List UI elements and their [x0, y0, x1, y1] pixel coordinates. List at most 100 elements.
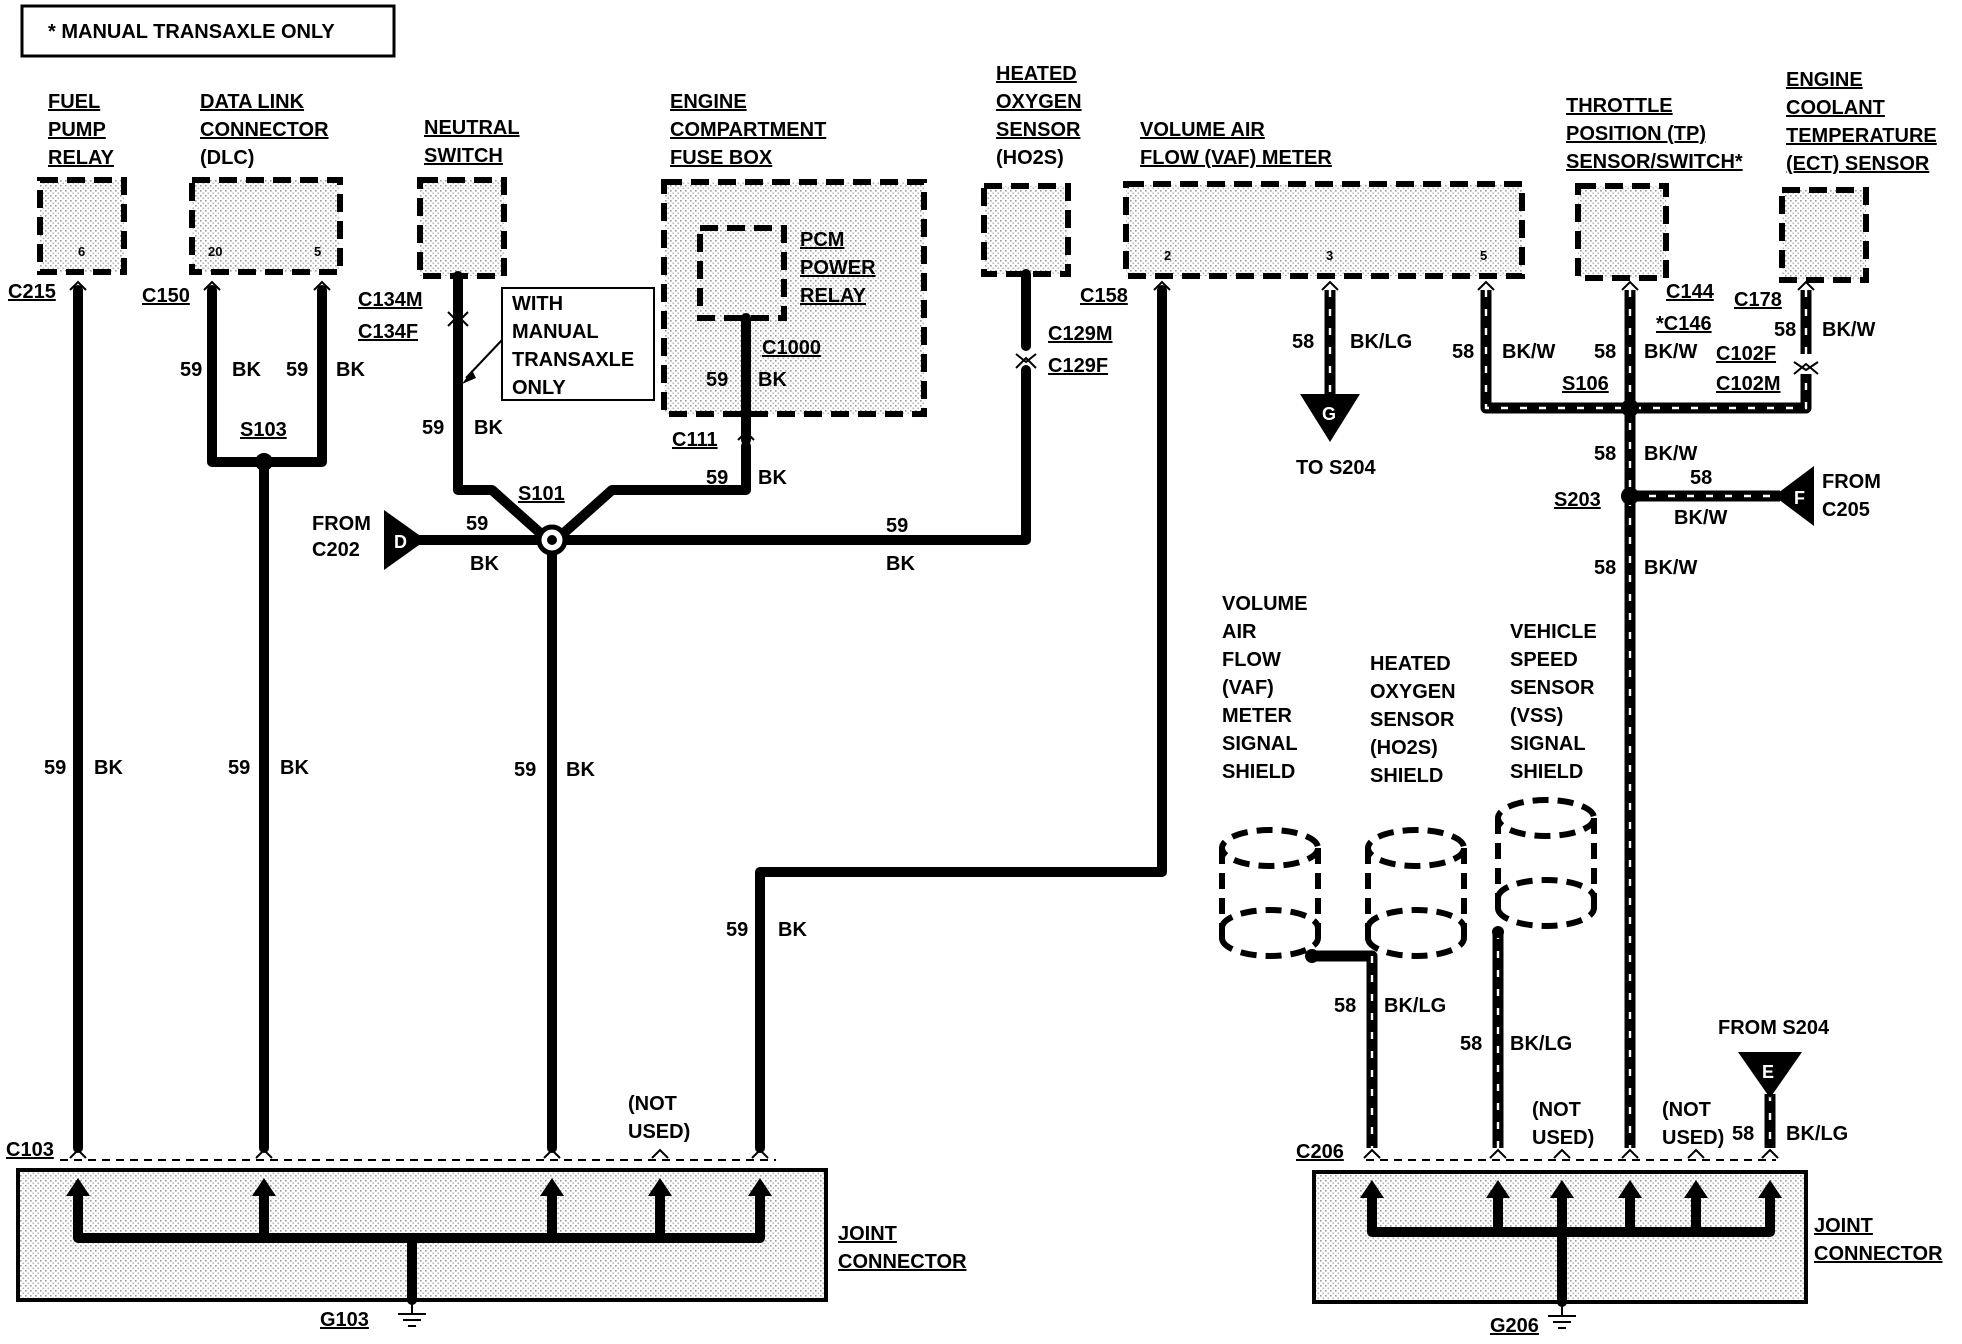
svg-text:MANUAL: MANUAL: [512, 321, 599, 343]
svg-text:BK/LG: BK/LG: [1350, 331, 1412, 353]
vaf-shield-icon: [1219, 827, 1321, 959]
svg-text:C129M: C129M: [1048, 323, 1112, 345]
svg-text:ONLY: ONLY: [512, 377, 566, 399]
svg-text:C134M: C134M: [358, 289, 422, 311]
svg-text:FLOW (VAF) METER: FLOW (VAF) METER: [1140, 147, 1332, 169]
svg-text:USED): USED): [1532, 1127, 1594, 1149]
svg-text:*C146: *C146: [1656, 313, 1712, 335]
svg-text:TO S204: TO S204: [1296, 457, 1377, 479]
svg-text:58: 58: [1732, 1123, 1754, 1145]
svg-text:(HO2S): (HO2S): [1370, 737, 1438, 759]
svg-text:USED): USED): [628, 1121, 690, 1143]
svg-text:OXYGEN: OXYGEN: [1370, 681, 1456, 703]
svg-text:(ECT) SENSOR: (ECT) SENSOR: [1786, 153, 1930, 175]
svg-text:JOINT: JOINT: [1814, 1215, 1873, 1237]
svg-text:SENSOR: SENSOR: [1510, 677, 1595, 699]
offpage-connector-f: F FROM C205: [1774, 466, 1881, 526]
svg-text:BK/W: BK/W: [1644, 341, 1697, 363]
svg-text:(NOT: (NOT: [628, 1093, 677, 1115]
offpage-connector-e: E FROM S204: [1718, 1017, 1830, 1098]
svg-text:RELAY: RELAY: [800, 285, 867, 307]
svg-text:SENSOR/SWITCH*: SENSOR/SWITCH*: [1566, 151, 1743, 173]
svg-text:BK/LG: BK/LG: [1510, 1033, 1572, 1055]
svg-text:59: 59: [706, 369, 728, 391]
svg-text:C1000: C1000: [762, 337, 821, 359]
svg-text:FUSE BOX: FUSE BOX: [670, 147, 773, 169]
svg-text:58: 58: [1594, 557, 1616, 579]
svg-text:BK: BK: [470, 553, 499, 575]
svg-text:RELAY: RELAY: [48, 147, 115, 169]
svg-text:58: 58: [1292, 331, 1314, 353]
svg-text:WITH: WITH: [512, 293, 563, 315]
svg-text:S101: S101: [518, 483, 565, 505]
svg-text:C102M: C102M: [1716, 373, 1780, 395]
svg-text:SHIELD: SHIELD: [1370, 765, 1443, 787]
svg-text:COMPARTMENT: COMPARTMENT: [670, 119, 826, 141]
svg-text:C158: C158: [1080, 285, 1128, 307]
svg-text:58: 58: [1452, 341, 1474, 363]
svg-text:BK: BK: [566, 759, 595, 781]
svg-text:FROM: FROM: [1822, 471, 1881, 493]
fuel-pump-relay: FUEL PUMP RELAY 6 C215: [8, 91, 127, 303]
svg-text:58: 58: [1690, 467, 1712, 489]
svg-text:BK/W: BK/W: [1674, 507, 1727, 529]
data-link-connector: DATA LINK CONNECTOR (DLC) 20 5 C150: [142, 91, 343, 307]
svg-text:BK/W: BK/W: [1644, 557, 1697, 579]
svg-text:F: F: [1794, 488, 1805, 508]
left-connector-terminals: [69, 280, 1171, 441]
splice-s203: S203: [1554, 487, 1639, 511]
svg-text:VOLUME: VOLUME: [1222, 593, 1308, 615]
svg-text:59: 59: [466, 513, 488, 535]
svg-text:SHIELD: SHIELD: [1222, 761, 1295, 783]
svg-text:C144: C144: [1666, 281, 1715, 303]
svg-text:C129F: C129F: [1048, 355, 1108, 377]
svg-text:VOLUME AIR: VOLUME AIR: [1140, 119, 1265, 141]
svg-text:58: 58: [1594, 341, 1616, 363]
svg-text:FROM S204: FROM S204: [1718, 1017, 1830, 1039]
svg-text:BK/LG: BK/LG: [1384, 995, 1446, 1017]
svg-text:59: 59: [706, 467, 728, 489]
svg-text:CONNECTOR: CONNECTOR: [200, 119, 329, 141]
svg-text:OXYGEN: OXYGEN: [996, 91, 1082, 113]
svg-text:SENSOR: SENSOR: [1370, 709, 1455, 731]
svg-text:CONNECTOR: CONNECTOR: [838, 1251, 967, 1273]
svg-text:COOLANT: COOLANT: [1786, 97, 1885, 119]
svg-text:BK/W: BK/W: [1502, 341, 1555, 363]
svg-text:* MANUAL TRANSAXLE ONLY: * MANUAL TRANSAXLE ONLY: [48, 21, 335, 43]
with-manual-transaxle-callout: WITH MANUAL TRANSAXLE ONLY: [462, 287, 655, 401]
svg-text:(NOT: (NOT: [1662, 1099, 1711, 1121]
svg-text:PUMP: PUMP: [48, 119, 106, 141]
heated-oxygen-sensor: HEATED OXYGEN SENSOR (HO2S) C129M C129F: [981, 63, 1112, 377]
svg-text:ENGINE: ENGINE: [1786, 69, 1863, 91]
svg-text:CONNECTOR: CONNECTOR: [1814, 1243, 1943, 1265]
svg-text:(DLC): (DLC): [200, 147, 254, 169]
svg-text:POWER: POWER: [800, 257, 876, 279]
svg-text:FUEL: FUEL: [48, 91, 100, 113]
svg-text:C178: C178: [1734, 289, 1782, 311]
left-wire-labels: 59 BK 59 BK 59 BK 59 BK 59 BK 59 BK 59 B…: [44, 359, 915, 941]
joint-connector-left: C103 (NOT USED) JOINT CONNECTOR G103: [6, 1093, 967, 1331]
svg-text:AIR: AIR: [1222, 621, 1257, 643]
svg-text:BK/LG: BK/LG: [1786, 1123, 1848, 1145]
svg-text:BK: BK: [886, 553, 915, 575]
throttle-position-sensor: THROTTLE POSITION (TP) SENSOR/SWITCH* C1…: [1566, 95, 1743, 335]
joint-connector-right: C206 (NOT USED) (NOT USED) JOINT CONNECT…: [1296, 1099, 1943, 1337]
ho2s-shield-icon: [1365, 827, 1467, 959]
svg-text:ENGINE: ENGINE: [670, 91, 747, 113]
svg-text:TRANSAXLE: TRANSAXLE: [512, 349, 634, 371]
svg-text:C102F: C102F: [1716, 343, 1776, 365]
svg-text:(VSS): (VSS): [1510, 705, 1563, 727]
svg-text:S103: S103: [240, 419, 287, 441]
svg-text:TEMPERATURE: TEMPERATURE: [1786, 125, 1937, 147]
svg-text:59: 59: [886, 515, 908, 537]
svg-text:HEATED: HEATED: [996, 63, 1077, 85]
svg-text:NEUTRAL: NEUTRAL: [424, 117, 520, 139]
vaf-meter: VOLUME AIR FLOW (VAF) METER 2 3 5 C158: [1080, 119, 1525, 307]
engine-compartment-fuse-box: ENGINE COMPARTMENT FUSE BOX PCM POWER RE…: [661, 91, 927, 451]
svg-text:59: 59: [44, 757, 66, 779]
svg-text:59: 59: [286, 359, 308, 381]
svg-text:S106: S106: [1562, 373, 1609, 395]
svg-text:C111: C111: [672, 429, 718, 451]
svg-text:SHIELD: SHIELD: [1510, 761, 1583, 783]
